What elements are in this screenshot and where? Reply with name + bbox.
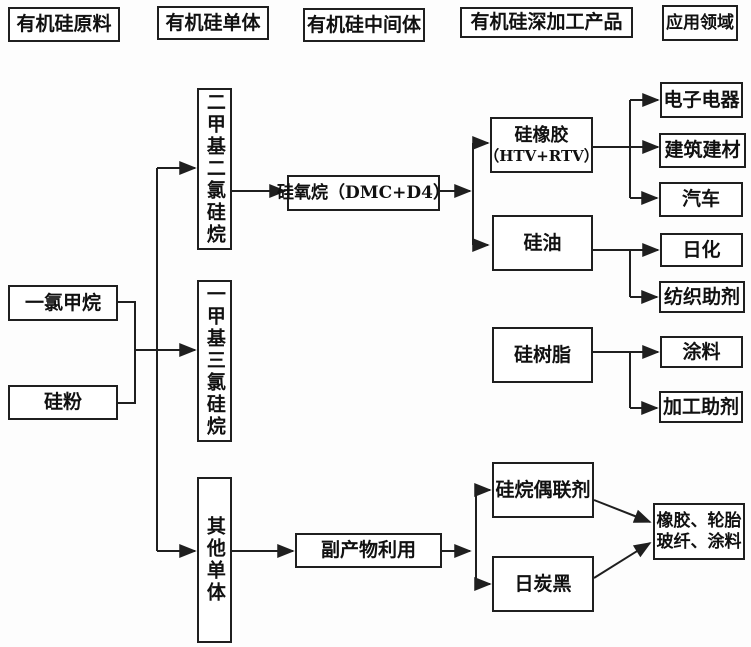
header-intermediates: 有机硅中间体 <box>303 8 425 42</box>
node-silicon-powder: 硅粉 <box>8 385 118 420</box>
node-methyltrichlorosilane: 一甲基三氯硅烷 <box>197 280 232 442</box>
node-rubber-tire-glass-coatings: 橡胶、轮胎 玻纤、涂料 <box>653 503 745 560</box>
header-applications: 应用领域 <box>662 5 738 41</box>
silicone-rubber-types: （HTV+RTV） <box>484 146 599 165</box>
node-methyl-chloride: 一氯甲烷 <box>8 285 118 321</box>
rubber-tire-line2: 玻纤、涂料 <box>656 531 742 552</box>
header-raw-materials: 有机硅原料 <box>8 7 120 42</box>
header-monomers: 有机硅单体 <box>157 6 269 40</box>
node-processing-auxiliaries: 加工助剂 <box>659 391 743 423</box>
node-construction-materials: 建筑建材 <box>659 133 746 168</box>
node-silicone-rubber: 硅橡胶 （HTV+RTV） <box>484 117 599 173</box>
node-silicone-oil: 硅油 <box>492 215 593 271</box>
node-coatings: 涂料 <box>660 336 743 368</box>
node-textile-auxiliaries: 纺织助剂 <box>659 281 745 313</box>
node-carbon-black: 日炭黑 <box>492 556 594 612</box>
node-siloxane: 硅氧烷（DMC+D4） <box>277 175 450 211</box>
node-byproduct-utilization: 副产物利用 <box>295 533 442 568</box>
node-other-monomers: 其他单体 <box>197 477 232 643</box>
node-electronics: 电子电器 <box>660 82 743 118</box>
node-dimethyldichlorosilane: 二甲基二氯硅烷 <box>197 88 232 250</box>
rubber-tire-line1: 橡胶、轮胎 <box>656 511 742 532</box>
node-silicone-resin: 硅树脂 <box>492 327 593 383</box>
node-silane-coupling-agent: 硅烷偶联剂 <box>492 462 594 518</box>
header-deep-products: 有机硅深加工产品 <box>460 7 633 38</box>
node-automobile: 汽车 <box>659 182 743 217</box>
silicone-rubber-name: 硅橡胶 <box>514 125 569 147</box>
node-daily-chemicals: 日化 <box>660 233 743 267</box>
